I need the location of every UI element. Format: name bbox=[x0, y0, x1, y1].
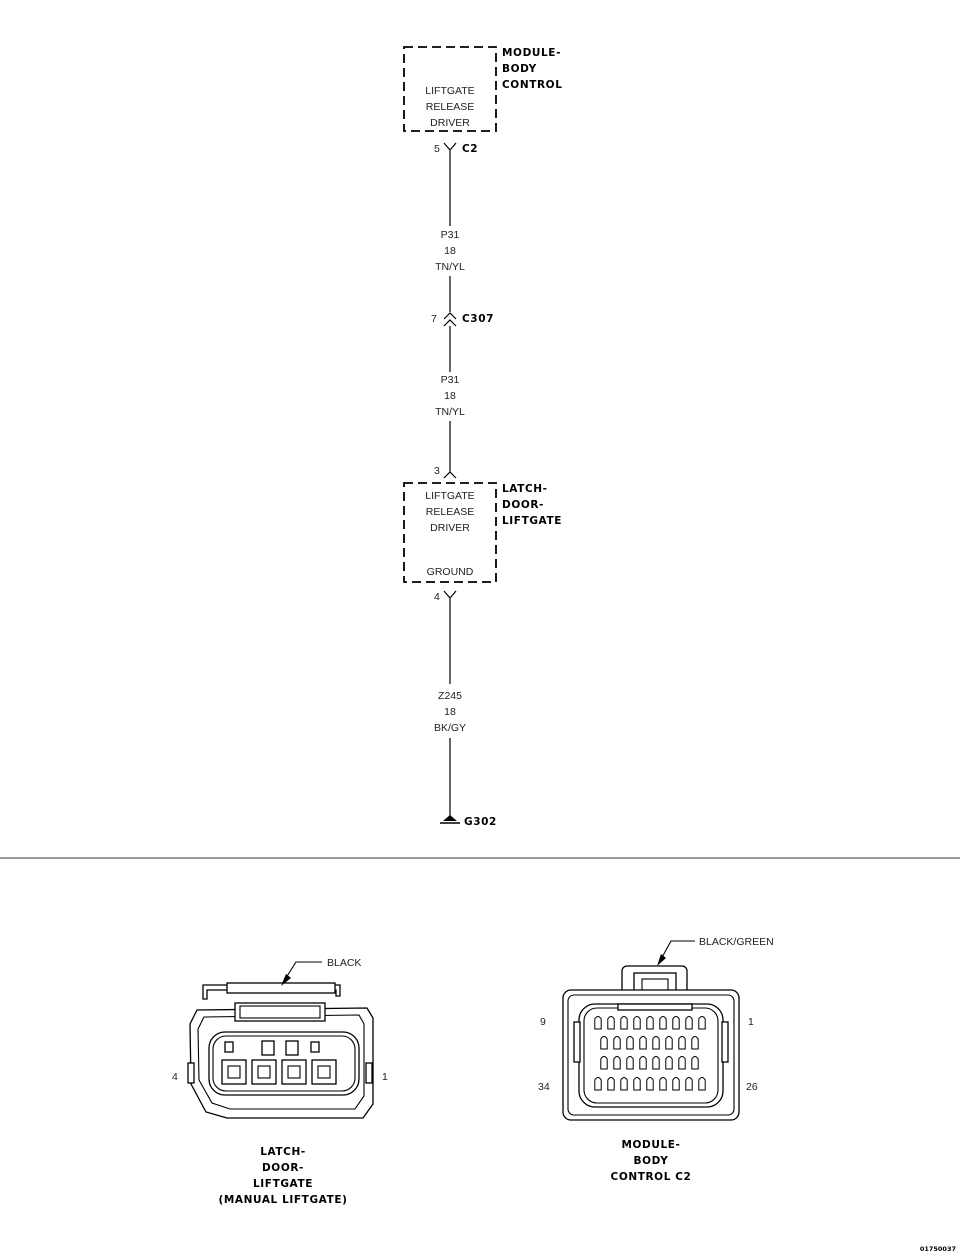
terminal-cavity bbox=[633, 1016, 641, 1030]
terminal-cavity bbox=[639, 1036, 647, 1050]
terminal-cavity bbox=[652, 1036, 660, 1050]
terminal-cavity bbox=[600, 1036, 608, 1050]
wire3-gauge: 18 bbox=[444, 706, 456, 718]
terminal-cavity bbox=[607, 1016, 615, 1030]
module-body-control-box bbox=[403, 46, 497, 132]
terminal-cavity bbox=[613, 1036, 621, 1050]
black-callout-arrow bbox=[283, 961, 322, 982]
module-c2-caption-line3: CONTROL C2 bbox=[611, 1171, 692, 1183]
terminal-cavity bbox=[626, 1036, 634, 1050]
wire1-color: TN/YL bbox=[435, 261, 465, 273]
terminal-cavity bbox=[685, 1016, 693, 1030]
terminal-cavity bbox=[659, 1016, 667, 1030]
wire1-gauge: 18 bbox=[444, 245, 456, 257]
latch-pin3-connector-symbol bbox=[443, 471, 457, 479]
c2-connector-symbol bbox=[443, 142, 457, 157]
module-c2-pin-top-left: 9 bbox=[540, 1016, 546, 1028]
terminal-cavity bbox=[607, 1077, 615, 1091]
terminal-cavity bbox=[659, 1077, 667, 1091]
ground-label: G302 bbox=[464, 816, 497, 828]
terminal-cavity bbox=[698, 1077, 706, 1091]
latch-pin4-connector-symbol bbox=[443, 590, 457, 604]
black-callout-arrowhead bbox=[281, 974, 291, 986]
terminal-cavity bbox=[646, 1077, 654, 1091]
terminal-cavity bbox=[594, 1016, 602, 1030]
module-c2-pin-bottom-left: 34 bbox=[538, 1081, 550, 1093]
c2-pin-number: 5 bbox=[434, 143, 440, 155]
module-label-line2: BODY bbox=[502, 63, 537, 75]
terminal-cavity bbox=[613, 1056, 621, 1070]
wire2-color: TN/YL bbox=[435, 406, 465, 418]
terminal-cavity bbox=[646, 1016, 654, 1030]
terminal-cavity bbox=[600, 1056, 608, 1070]
wire1-circuit: P31 bbox=[441, 229, 460, 241]
ground-icon bbox=[440, 815, 460, 824]
module-box-line2: RELEASE bbox=[426, 101, 474, 113]
latch-door-liftgate-box bbox=[403, 482, 497, 583]
latch-pin-bottom: 4 bbox=[434, 591, 440, 603]
wire3-color: BK/GY bbox=[434, 722, 466, 734]
module-c2-pin-top-right: 1 bbox=[748, 1016, 754, 1028]
latch-label-line2: DOOR- bbox=[502, 499, 544, 511]
module-c2-connector-face bbox=[562, 965, 740, 1121]
latch-label-line3: LIFTGATE bbox=[502, 515, 562, 527]
module-label-line1: MODULE- bbox=[502, 47, 561, 59]
latch-box-line1: LIFTGATE bbox=[425, 490, 474, 502]
black-green-callout-arrowhead bbox=[657, 954, 666, 966]
module-c2-caption-line2: BODY bbox=[634, 1155, 669, 1167]
terminal-cavity bbox=[639, 1056, 647, 1070]
terminal-cavity bbox=[672, 1016, 680, 1030]
terminal-cavity bbox=[665, 1056, 673, 1070]
module-label-line3: CONTROL bbox=[502, 79, 562, 91]
latch-caption-line4: (MANUAL LIFTGATE) bbox=[218, 1194, 347, 1206]
latch-caption-line2: DOOR- bbox=[262, 1162, 304, 1174]
latch-caption-line3: LIFTGATE bbox=[253, 1178, 313, 1190]
latch-pin-top: 3 bbox=[434, 465, 440, 477]
latch-connector-face bbox=[187, 982, 374, 1119]
module-box-line1: LIFTGATE bbox=[425, 85, 474, 97]
latch-connector-color: BLACK bbox=[327, 957, 361, 969]
terminal-cavity bbox=[678, 1036, 686, 1050]
black-green-callout-arrow bbox=[659, 940, 695, 962]
module-c2-pin-bottom-right: 26 bbox=[746, 1081, 758, 1093]
terminal-cavity bbox=[594, 1077, 602, 1091]
figure-id: 01750037 bbox=[920, 1245, 956, 1253]
c307-pin-number: 7 bbox=[431, 313, 437, 325]
module-c2-caption-line1: MODULE- bbox=[621, 1139, 680, 1151]
wire2-circuit: P31 bbox=[441, 374, 460, 386]
terminal-cavity bbox=[672, 1077, 680, 1091]
latch-caption-line1: LATCH- bbox=[260, 1146, 306, 1158]
terminal-cavity bbox=[620, 1077, 628, 1091]
terminal-cavity bbox=[652, 1056, 660, 1070]
latch-label-line1: LATCH- bbox=[502, 483, 548, 495]
terminal-cavity bbox=[626, 1056, 634, 1070]
terminal-cavity bbox=[633, 1077, 641, 1091]
wire3-circuit: Z245 bbox=[438, 690, 462, 702]
latch-box-line3: DRIVER bbox=[430, 522, 470, 534]
latch-connector-pin-left: 4 bbox=[172, 1071, 178, 1083]
terminal-cavity bbox=[665, 1036, 673, 1050]
terminal-cavity bbox=[691, 1036, 699, 1050]
terminal-cavity bbox=[678, 1056, 686, 1070]
terminal-cavity bbox=[685, 1077, 693, 1091]
c307-connector-symbol bbox=[443, 312, 457, 327]
module-box-line3: DRIVER bbox=[430, 117, 470, 129]
module-c2-connector-color: BLACK/GREEN bbox=[699, 936, 774, 948]
c307-connector-name: C307 bbox=[462, 313, 494, 325]
c2-connector-name: C2 bbox=[462, 143, 478, 155]
wire2-gauge: 18 bbox=[444, 390, 456, 402]
latch-box-line2: RELEASE bbox=[426, 506, 474, 518]
latch-connector-pin-right: 1 bbox=[382, 1071, 388, 1083]
terminal-cavity bbox=[691, 1056, 699, 1070]
terminal-cavity bbox=[698, 1016, 706, 1030]
latch-ground-label: GROUND bbox=[427, 566, 474, 578]
terminal-cavity bbox=[620, 1016, 628, 1030]
